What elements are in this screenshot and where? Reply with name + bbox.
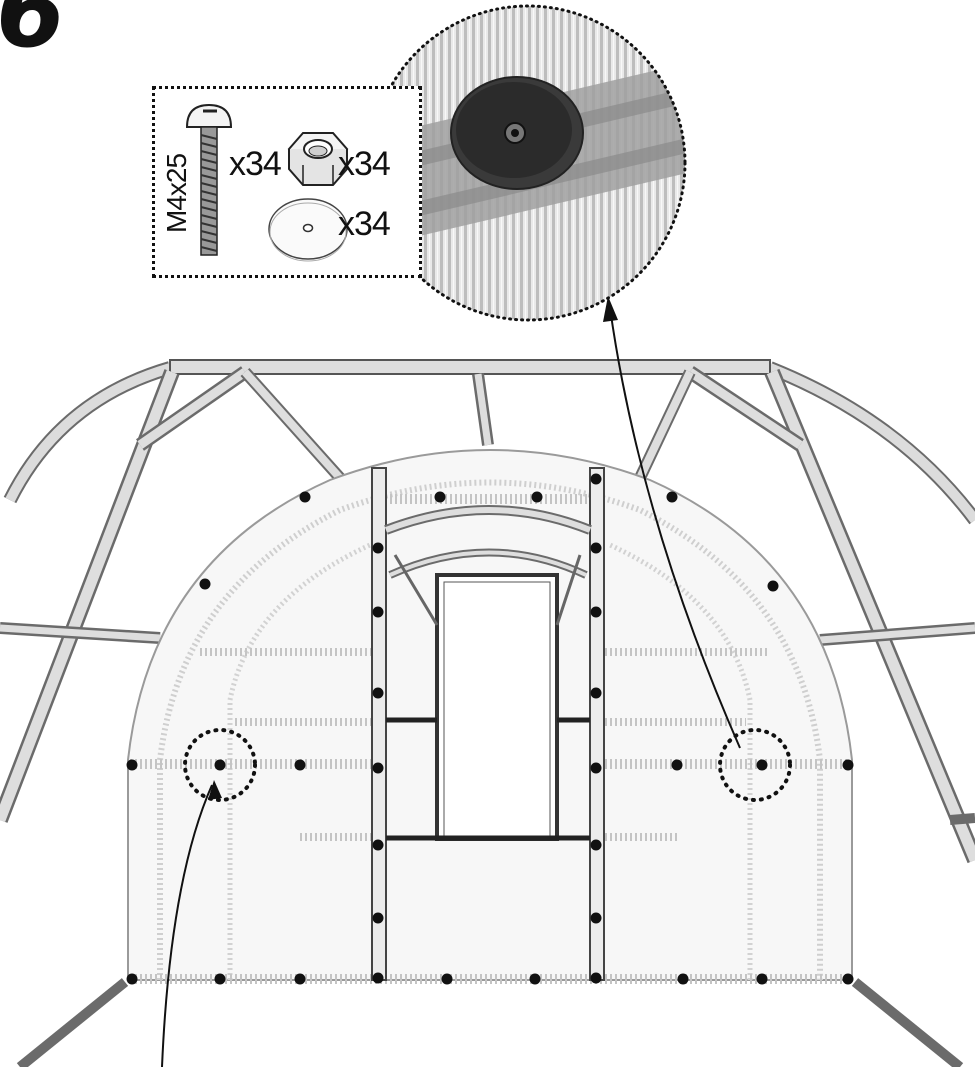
bolt-quantity: x34 (229, 145, 282, 183)
leader-lines (161, 296, 741, 1067)
leader-arrowhead-right (603, 296, 618, 322)
screw-point (126, 973, 138, 985)
screw-point (441, 973, 453, 985)
screw-point (767, 580, 779, 592)
screw-point (294, 973, 306, 985)
screw-point (434, 491, 446, 503)
leader-line-right (609, 307, 741, 749)
screw-point (590, 473, 602, 485)
screw-point (666, 491, 678, 503)
screw-point (529, 973, 541, 985)
screw-point (590, 687, 602, 699)
highlight-circle-right (718, 728, 792, 802)
screw-point (372, 542, 384, 554)
screw-point (199, 578, 211, 590)
washer-icon (268, 198, 348, 262)
screw-point (671, 759, 683, 771)
screw-point (756, 759, 768, 771)
washer-quantity: x34 (338, 205, 391, 243)
screw-point (677, 973, 689, 985)
screw-point (294, 759, 306, 771)
screw-point (372, 606, 384, 618)
screw-point (590, 839, 602, 851)
screw-point (590, 542, 602, 554)
screw-point (756, 973, 768, 985)
screw-point (842, 973, 854, 985)
screw-point (126, 759, 138, 771)
right-ground-rail (851, 978, 964, 1067)
nut-quantity: x34 (338, 145, 391, 183)
screw-point (372, 687, 384, 699)
screw-point (842, 759, 854, 771)
leader-arrowhead-left (208, 780, 222, 800)
screw-points (126, 473, 854, 985)
screw-point (372, 912, 384, 924)
left-ground-rail (16, 978, 129, 1067)
screw-point (590, 972, 602, 984)
parts-box: M4x25 x34 x34 x34 (152, 86, 422, 278)
highlight-circles (183, 728, 792, 802)
screw-point (531, 491, 543, 503)
highlight-circle-left (183, 728, 257, 802)
bolt-icon (185, 103, 233, 256)
screw-point (590, 762, 602, 774)
bolt-size-label: M4x25 (161, 153, 192, 233)
screw-point (299, 491, 311, 503)
outer-frame (0, 359, 975, 1067)
detail-magnifier (369, 4, 687, 322)
nut-icon (287, 132, 349, 186)
screw-point (372, 839, 384, 851)
screw-point (372, 972, 384, 984)
screw-point (590, 606, 602, 618)
leader-line-left (161, 784, 213, 1067)
screw-point (372, 762, 384, 774)
screw-point (590, 912, 602, 924)
step-number: 6 (0, 0, 66, 70)
ridge-beam (169, 359, 771, 375)
screw-point (214, 759, 226, 771)
screw-point (214, 973, 226, 985)
